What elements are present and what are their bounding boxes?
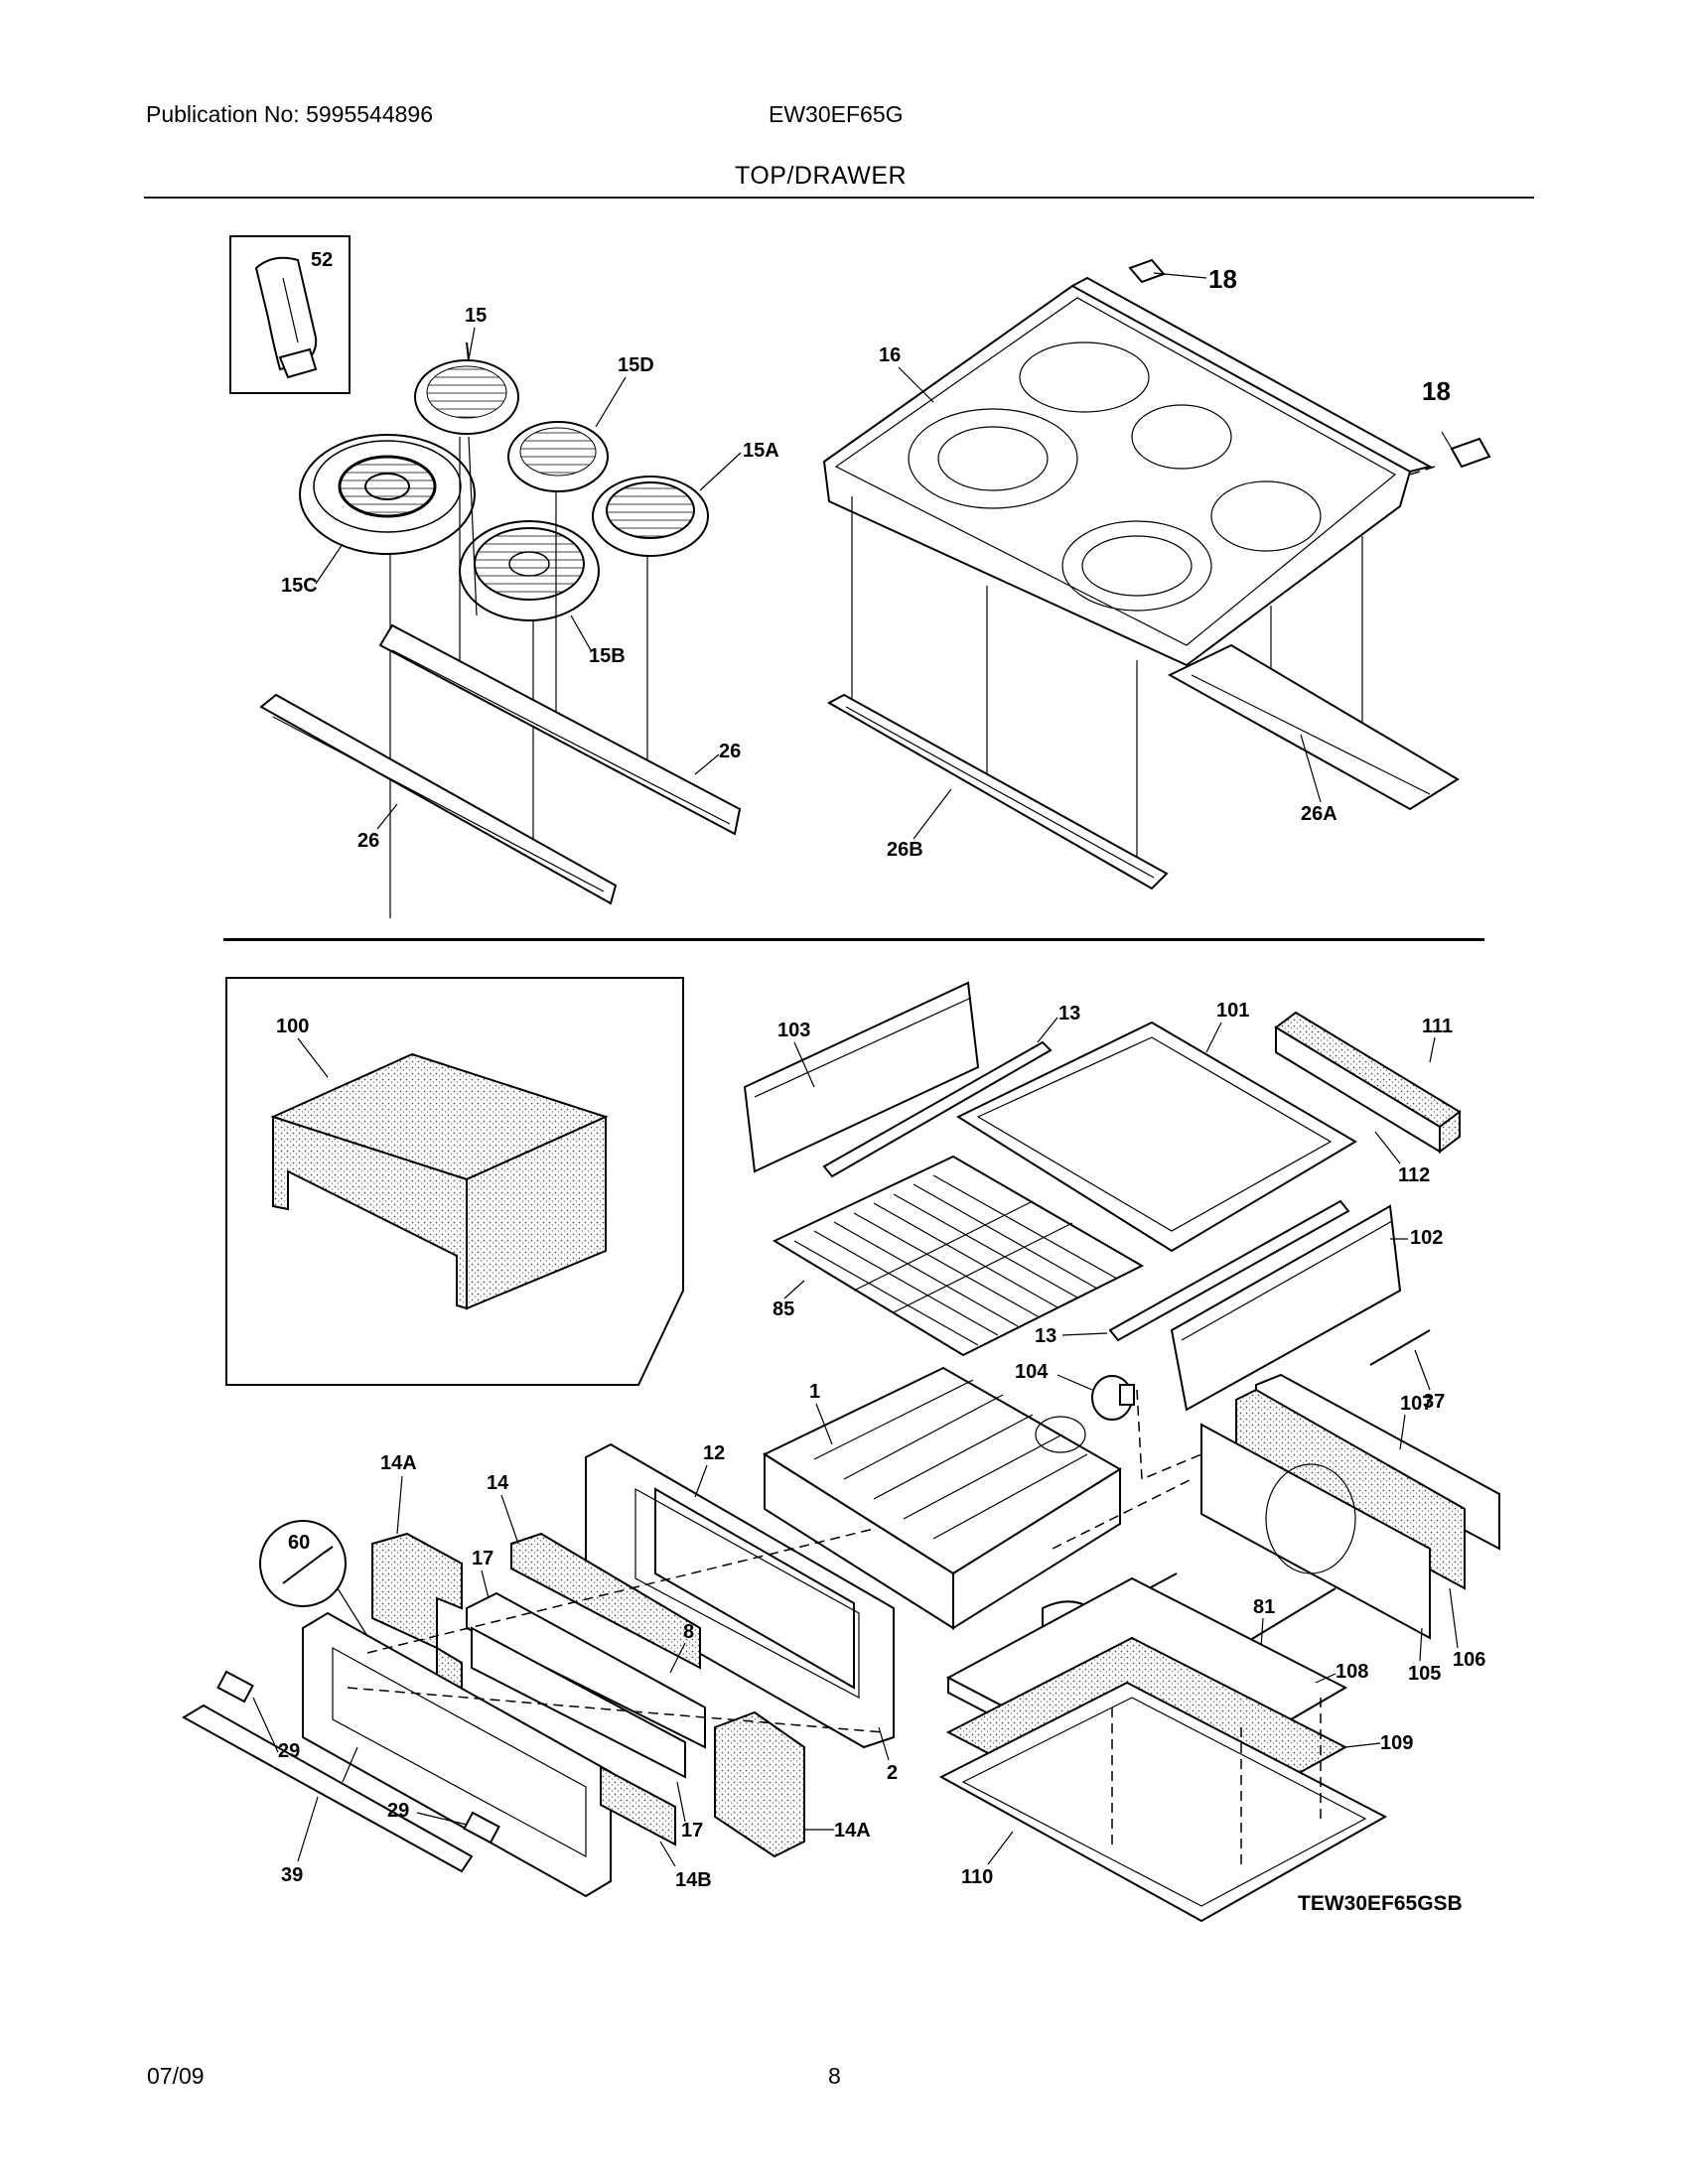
callout-12: 12 [703,1442,725,1464]
wire-37 [1369,1329,1431,1366]
callout-109: 109 [1380,1732,1413,1754]
rack-85 [772,1155,1145,1357]
callout-37: 37 [1423,1391,1445,1413]
model-number: EW30EF65G [769,101,904,127]
panel-101 [955,1021,1357,1253]
callout-106: 106 [1453,1649,1485,1671]
clip-18-right [1450,437,1491,469]
callout-29-left: 29 [278,1740,300,1762]
cooktop-16 [822,276,1433,667]
callout-8: 8 [683,1621,694,1643]
clip-18-top [1128,258,1166,284]
callout-26-left: 26 [357,830,379,852]
callout-107: 107 [1400,1393,1433,1415]
callout-17-bottom: 17 [681,1820,703,1842]
callout-39: 39 [281,1864,303,1886]
section-divider [223,938,1484,941]
insulation-14 [510,1532,701,1670]
callout-13-top: 13 [1058,1003,1080,1024]
door-4 [302,1611,612,1898]
gasket-12 [654,1487,855,1690]
burner-15c [299,434,476,555]
part-60-screw [259,1520,368,1637]
burner-15d [507,421,609,492]
burner-15a [592,476,709,557]
endcap-29-right [463,1811,500,1844]
callout-101: 101 [1216,1000,1249,1022]
callout-104: 104 [1015,1361,1049,1383]
callout-14a-left: 14A [380,1452,417,1474]
callout-105: 105 [1408,1663,1441,1685]
insulation-111 [1274,1011,1462,1154]
footer-date: 07/09 [147,2063,205,2089]
callout-110: 110 [961,1866,993,1888]
callout-13-bottom: 13 [1035,1325,1056,1347]
callout-1: 1 [809,1381,820,1403]
drawer-1 [762,1366,1122,1630]
callout-103: 103 [777,1020,810,1041]
callout-14a-right: 14A [834,1820,871,1842]
endcap-29-left [216,1670,254,1704]
callout-81: 81 [1253,1596,1275,1618]
publication-number: Publication No: 5995544896 [146,101,434,127]
callout-52: 52 [311,249,333,271]
section-title: TOP/DRAWER [735,162,908,190]
callout-14: 14 [487,1472,509,1494]
callout-15c: 15C [281,575,318,597]
callout-18-top: 18 [1208,264,1237,294]
callout-111: 111 [1422,1016,1453,1037]
part-100-insulation [225,977,684,1386]
panel-103 [743,981,980,1173]
callout-2: 2 [887,1762,898,1784]
bracket-26-rear [378,623,742,836]
callout-15d: 15D [618,354,654,376]
callout-60: 60 [288,1532,310,1554]
callout-15b: 15B [589,645,626,667]
burner-15b [459,520,600,621]
bracket-26b [826,693,1169,890]
callout-100: 100 [276,1016,309,1037]
callout-26a: 26A [1301,803,1337,825]
pan-110 [938,1681,1388,1923]
rail-13-top [822,1040,1053,1178]
callout-26-right: 26 [719,741,741,762]
bracket-26-front [259,693,618,905]
callout-85: 85 [773,1298,794,1320]
part-52-knob [229,235,351,394]
insulation-14a-left [371,1532,463,1690]
handle-39 [181,1704,474,1873]
callout-108: 108 [1336,1661,1368,1683]
burner-15 [414,341,519,435]
diagram-code: TEW30EF65GSB [1298,1892,1463,1915]
callout-16: 16 [879,344,901,366]
bracket-26a [1167,643,1460,811]
header-rule [144,197,1534,199]
callout-102: 102 [1410,1227,1443,1249]
insulation-14a-right [714,1710,805,1858]
insulation-14b [600,1765,676,1846]
rail-13-bottom [1108,1199,1350,1342]
callout-26b: 26B [887,839,923,861]
panel-105 [1200,1423,1431,1640]
callout-15: 15 [465,305,487,327]
callout-15a: 15A [743,440,779,462]
callout-17-top: 17 [472,1548,493,1570]
callout-14b: 14B [675,1869,712,1891]
page-number: 8 [828,2063,841,2089]
callout-29-right: 29 [387,1800,409,1822]
part-104-bulb [1091,1375,1135,1421]
callout-112: 112 [1398,1164,1430,1186]
callout-18-right: 18 [1422,376,1451,406]
panel-102 [1170,1204,1402,1412]
inner-door-17 [466,1591,706,1779]
